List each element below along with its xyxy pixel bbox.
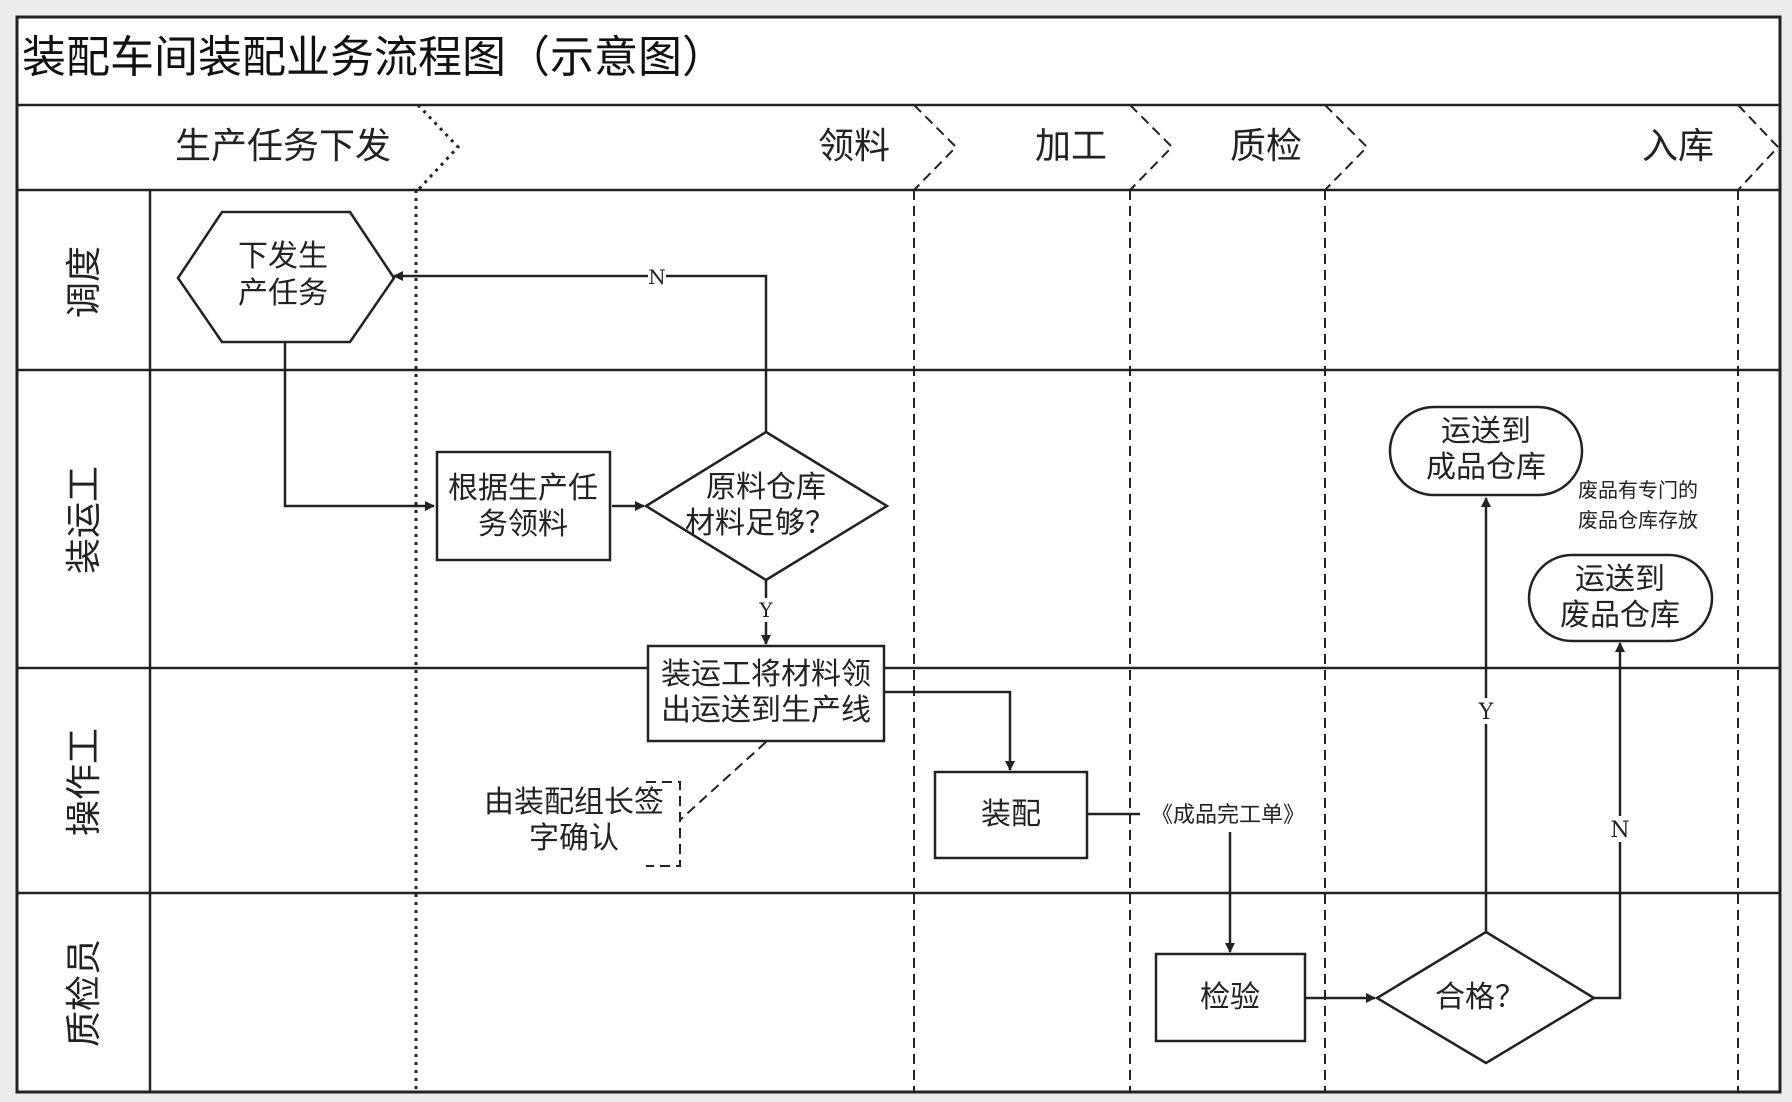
phase-chevron-2 (913, 104, 958, 191)
node-assemble-label: 装配 (981, 797, 1041, 832)
diagram-title: 装配车间装配业务流程图（示意图） (22, 32, 726, 83)
finished-doc-label-bg (1142, 799, 1302, 829)
edge-label-yes-down-bg (757, 598, 775, 622)
phase-label-material: 领料 (818, 126, 890, 167)
node-issue-task (176, 210, 396, 344)
edge-check-no (393, 271, 768, 432)
node-inspect-label: 检验 (1200, 980, 1260, 1015)
phase-chevron-5 (1737, 104, 1780, 191)
edge-label-yes-up: Y (1478, 700, 1494, 725)
node-to-scrap-warehouse-line2: 废品仓库 (1560, 598, 1680, 633)
node-pick-by-task-line2: 务领料 (478, 507, 568, 542)
annotation-scrap-note-line2: 废品仓库存放 (1578, 508, 1698, 532)
node-assemble (933, 770, 1089, 860)
annotation-finished-doc: 《成品完工单》 (1151, 803, 1305, 828)
edge-label-yes-up-bg (1476, 698, 1496, 724)
node-deliver-material-line2: 出运送到生产线 (661, 693, 871, 728)
lane-label-porter: 装运工 (64, 466, 105, 574)
node-pick-by-task-line1: 根据生产任 (448, 471, 598, 506)
edge-issue-to-pick (283, 342, 435, 511)
annotation-scrap-note-line1: 废品有专门的 (1578, 478, 1698, 502)
node-inspect (1154, 952, 1307, 1043)
edge-label-no-up: N (1610, 818, 1629, 843)
node-deliver-material (646, 644, 886, 743)
node-issue-task-line1: 下发生 (238, 239, 328, 274)
phase-label-warehousing: 入库 (1642, 126, 1714, 167)
lane-label-operator: 操作工 (64, 728, 105, 836)
node-qualified-label: 合格？ (1435, 980, 1525, 1015)
node-to-finished-warehouse (1388, 405, 1584, 497)
node-issue-task-line2: 产任务 (238, 276, 328, 311)
node-qualified (1374, 930, 1597, 1065)
phase-label-processing: 加工 (1035, 126, 1107, 167)
node-material-enough-line1: 原料仓库 (706, 470, 826, 505)
node-material-enough (643, 430, 890, 582)
node-pick-by-task (435, 450, 612, 562)
annotation-leader-sign-line1: 由装配组长签 (484, 785, 664, 820)
node-to-finished-warehouse-line1: 运送到 (1441, 414, 1531, 449)
leader-sign-bracket (646, 781, 681, 867)
phase-chevron-3 (1129, 104, 1174, 191)
edge-deliver-annotation (679, 741, 767, 821)
node-to-finished-warehouse-line2: 成品仓库 (1426, 450, 1546, 485)
node-deliver-material-line1: 装运工将材料领 (661, 657, 871, 692)
lane-label-dispatch: 调度 (64, 246, 105, 318)
edge-label-no-top: N (648, 265, 666, 289)
phase-label-inspection: 质检 (1230, 126, 1302, 167)
node-to-scrap-warehouse-line1: 运送到 (1575, 562, 1665, 597)
phase-chevron-1 (416, 103, 461, 192)
phase-label-task-issue: 生产任务下发 (175, 126, 391, 167)
annotation-leader-sign-line2: 字确认 (529, 821, 619, 856)
diagram-frame (15, 15, 1782, 1094)
edge-qualified-no (1594, 642, 1625, 1000)
edge-label-no-top-bg (648, 264, 666, 288)
edge-deliver-to-assemble (884, 690, 1015, 771)
edge-label-no-up-bg (1610, 816, 1630, 842)
edge-label-yes-down: Y (758, 598, 773, 622)
phase-chevron-4 (1324, 104, 1369, 191)
lane-label-inspector: 质检员 (64, 939, 105, 1047)
node-to-scrap-warehouse (1527, 553, 1714, 643)
node-material-enough-line2: 材料足够？ (685, 506, 835, 541)
